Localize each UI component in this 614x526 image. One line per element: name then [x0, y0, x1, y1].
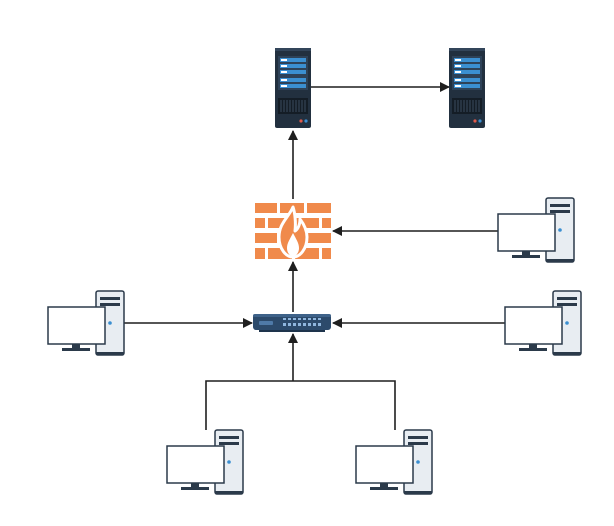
network-switch-icon	[253, 314, 331, 332]
workstation-right-upper-icon	[497, 197, 575, 263]
server-secondary-icon	[448, 47, 486, 129]
workstation-bottom-left-icon	[166, 429, 244, 495]
connections	[124, 82, 505, 430]
workstation-bottom-right-icon	[355, 429, 433, 495]
server-primary-icon	[274, 47, 312, 129]
workstation-right-lower-icon	[504, 290, 582, 356]
edge-bottom-workstations-to-switch	[205, 380, 396, 430]
firewall-icon	[253, 201, 333, 261]
workstation-left-icon	[47, 290, 125, 356]
